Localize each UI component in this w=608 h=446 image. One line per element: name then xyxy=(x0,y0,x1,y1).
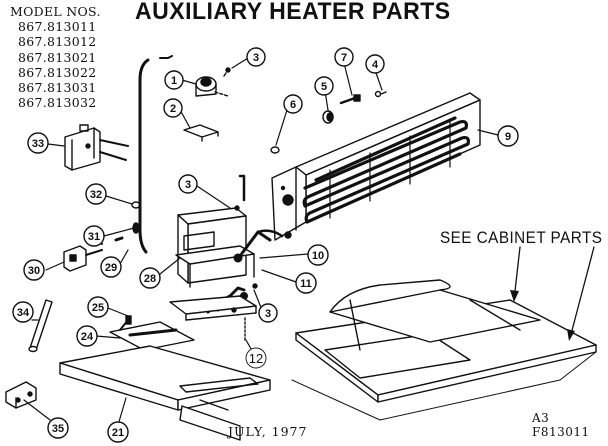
callout-30: 30 xyxy=(23,259,45,281)
callout-28: 28 xyxy=(139,267,161,289)
callouts: 1 2 3 3 3 4 5 6 7 9 10 11 12 21 24 25 28… xyxy=(12,47,519,443)
callout-10: 10 xyxy=(307,244,329,266)
revision-date: JULY, 1977 xyxy=(228,424,308,439)
callout-2: 2 xyxy=(163,98,183,118)
see-cabinet-parts-note: SEE CABINET PARTS xyxy=(440,228,603,247)
page-code: A3 xyxy=(532,411,550,425)
terminal-block xyxy=(63,245,103,272)
callout-label: 6 xyxy=(290,99,296,111)
relay xyxy=(64,124,129,171)
heater-element-assembly xyxy=(271,92,481,241)
callout-29: 29 xyxy=(100,256,122,278)
callout-5: 5 xyxy=(314,76,334,96)
callout-label: 5 xyxy=(321,81,327,93)
callout-7: 7 xyxy=(334,47,354,67)
duct-tray xyxy=(59,345,271,441)
callout-3: 3 xyxy=(178,174,198,194)
fastener-hardware xyxy=(223,67,387,154)
callout-31: 31 xyxy=(83,225,105,247)
model-number: 867.813031 xyxy=(18,80,97,96)
callout-32: 32 xyxy=(85,183,107,205)
callout-1: 1 xyxy=(164,70,184,90)
callout-label: 1 xyxy=(171,75,177,87)
callout-3: 3 xyxy=(258,303,278,323)
cabinet-base xyxy=(291,279,597,421)
callout-label: 12 xyxy=(249,351,263,366)
callout-label: 31 xyxy=(88,231,100,243)
callout-label: 11 xyxy=(300,278,312,290)
callout-label: 32 xyxy=(90,189,102,201)
callout-12: 12 xyxy=(245,347,267,369)
diagram-title: AUXILIARY HEATER PARTS xyxy=(135,0,451,25)
callout-34: 34 xyxy=(12,301,34,323)
callout-label: 28 xyxy=(144,273,156,285)
callout-21: 21 xyxy=(107,421,129,443)
callout-label: 7 xyxy=(341,52,347,64)
callout-label: 10 xyxy=(312,250,324,262)
figure-number: F813011 xyxy=(532,425,590,439)
model-number: 867.813021 xyxy=(18,49,97,65)
support-strip xyxy=(169,295,257,341)
callout-label: 4 xyxy=(372,59,379,71)
leader-arrowheads xyxy=(510,290,575,341)
callout-25: 25 xyxy=(87,296,109,318)
terminal-strip xyxy=(109,315,195,351)
model-number: 867.813012 xyxy=(18,34,97,50)
retaining-clip xyxy=(5,381,37,409)
callout-label: 25 xyxy=(92,302,104,314)
limit-switch xyxy=(195,76,229,97)
callout-11: 11 xyxy=(295,272,317,294)
callout-6: 6 xyxy=(283,94,303,114)
model-header: MODEL NOS. xyxy=(10,4,101,19)
callout-9: 9 xyxy=(497,125,519,147)
callout-label: 3 xyxy=(185,179,191,191)
callout-label: 33 xyxy=(32,138,44,150)
callout-label: 35 xyxy=(52,423,64,435)
callout-label: 3 xyxy=(253,52,259,64)
heater-rod xyxy=(28,299,53,353)
callout-4: 4 xyxy=(365,54,385,74)
model-number: 867.813022 xyxy=(18,64,97,80)
callout-label: 24 xyxy=(81,331,94,343)
heater-housing xyxy=(175,207,284,288)
model-list: MODEL NOS. 867.813011 867.813012 867.813… xyxy=(10,4,101,110)
callout-label: 34 xyxy=(17,307,30,319)
callout-35: 35 xyxy=(47,417,69,439)
callout-label: 30 xyxy=(28,265,40,277)
callout-label: 2 xyxy=(170,103,176,115)
model-number: 867.813011 xyxy=(18,19,97,35)
model-number: 867.813032 xyxy=(18,95,97,111)
mounting-bracket xyxy=(183,124,219,142)
callout-24: 24 xyxy=(76,325,98,347)
callout-3: 3 xyxy=(246,47,266,67)
callout-33: 33 xyxy=(27,132,49,154)
callout-label: 29 xyxy=(105,262,117,274)
callout-label: 9 xyxy=(505,131,511,143)
callout-label: 21 xyxy=(112,427,124,439)
callout-label: 3 xyxy=(265,308,271,320)
wire-harness xyxy=(138,55,173,254)
